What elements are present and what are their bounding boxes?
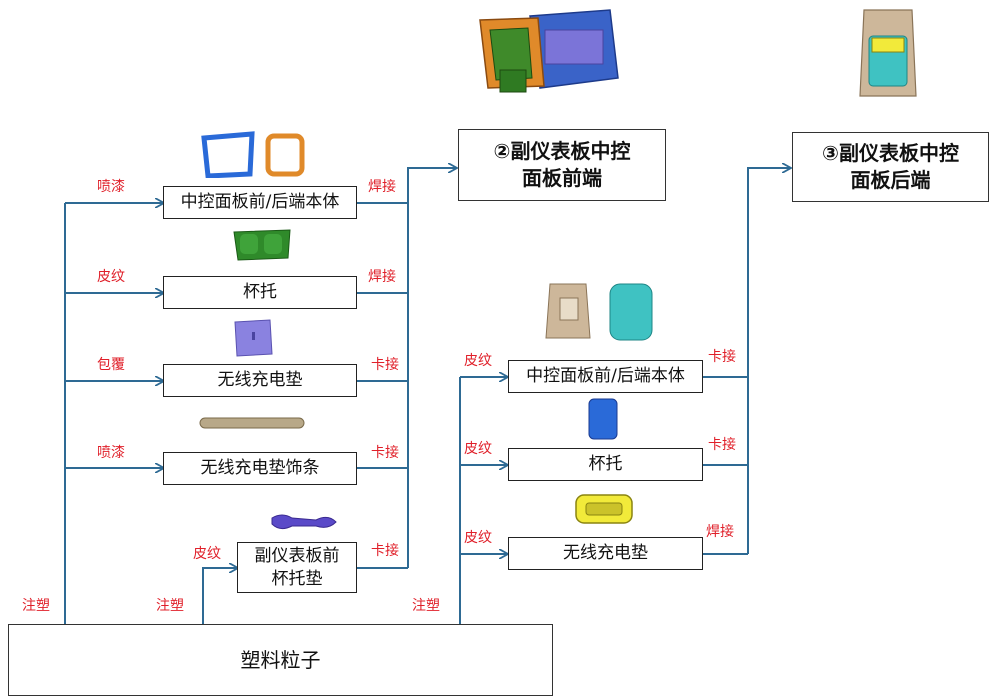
join-label: 卡接 — [371, 445, 399, 461]
front-item-panel-body: 中控面板前/后端本体 — [163, 186, 357, 219]
cup-pad-image — [271, 514, 337, 530]
process-label: 皮纹 — [464, 530, 492, 546]
front-item-wireless-pad: 无线充电垫 — [163, 364, 357, 397]
source-label: 塑料粒子 — [240, 648, 321, 672]
cup-pad-line2: 杯托垫 — [271, 568, 323, 589]
inject-label: 注塑 — [412, 598, 440, 614]
inject-label: 注塑 — [156, 598, 184, 614]
process-label: 喷漆 — [97, 445, 125, 461]
front-panel-target-line2: 面板前端 — [522, 166, 602, 190]
plastic-pellets-source: 塑料粒子 — [8, 624, 553, 696]
cup-holder-image — [233, 229, 291, 261]
front-item-label: 中控面板前/后端本体 — [180, 192, 340, 213]
front-panel-target: ②副仪表板中控 面板前端 — [458, 129, 666, 201]
panel-body-parts-image — [201, 131, 305, 178]
process-label: 喷漆 — [97, 179, 125, 195]
rear-collector — [747, 168, 790, 554]
process-label: 皮纹 — [97, 269, 125, 285]
front-item-label: 杯托 — [243, 282, 277, 303]
rear-item-wireless-pad: 无线充电垫 — [508, 537, 703, 570]
rear-panel-body-image — [545, 283, 653, 341]
join-label: 卡接 — [708, 349, 736, 365]
join-label: 焊接 — [368, 179, 396, 195]
front-item-pad-trim: 无线充电垫饰条 — [163, 452, 357, 485]
wireless-pad-image — [234, 319, 273, 357]
process-label: 包覆 — [97, 357, 125, 373]
join-label: 卡接 — [371, 543, 399, 559]
rear-wireless-pad-image — [575, 494, 633, 524]
rear-item-label: 杯托 — [588, 454, 623, 475]
join-label: 焊接 — [368, 269, 396, 285]
join-label: 卡接 — [708, 437, 736, 453]
pad-trim-image — [199, 417, 305, 429]
arrow-cup-pad — [202, 568, 237, 625]
front-item-cup-pad: 副仪表板前 杯托垫 — [237, 542, 357, 593]
rear-item-panel-body: 中控面板前/后端本体 — [508, 360, 703, 393]
rear-assembly-image — [859, 9, 917, 97]
rear-panel-target: ③副仪表板中控 面板后端 — [792, 132, 989, 202]
front-collector — [407, 168, 456, 568]
front-item-label: 无线充电垫饰条 — [200, 458, 320, 479]
front-item-cup-holder: 杯托 — [163, 276, 357, 309]
rear-cup-holder-image — [588, 398, 618, 440]
front-item-label: 无线充电垫 — [217, 370, 303, 391]
rear-item-label: 无线充电垫 — [563, 543, 648, 564]
rear-panel-target-line2: 面板后端 — [850, 168, 931, 192]
join-label: 卡接 — [371, 357, 399, 373]
rear-panel-target-line1: ③副仪表板中控 — [822, 141, 959, 165]
cup-pad-line1: 副仪表板前 — [254, 546, 340, 567]
front-assembly-image — [479, 9, 619, 93]
join-label: 焊接 — [706, 524, 734, 540]
process-label: 皮纹 — [464, 441, 492, 457]
process-label: 皮纹 — [464, 353, 492, 369]
inject-label: 注塑 — [22, 598, 50, 614]
front-panel-target-line1: ②副仪表板中控 — [493, 139, 631, 163]
rear-item-label: 中控面板前/后端本体 — [526, 366, 685, 387]
process-label: 皮纹 — [193, 546, 221, 562]
rear-item-cup-holder: 杯托 — [508, 448, 703, 481]
